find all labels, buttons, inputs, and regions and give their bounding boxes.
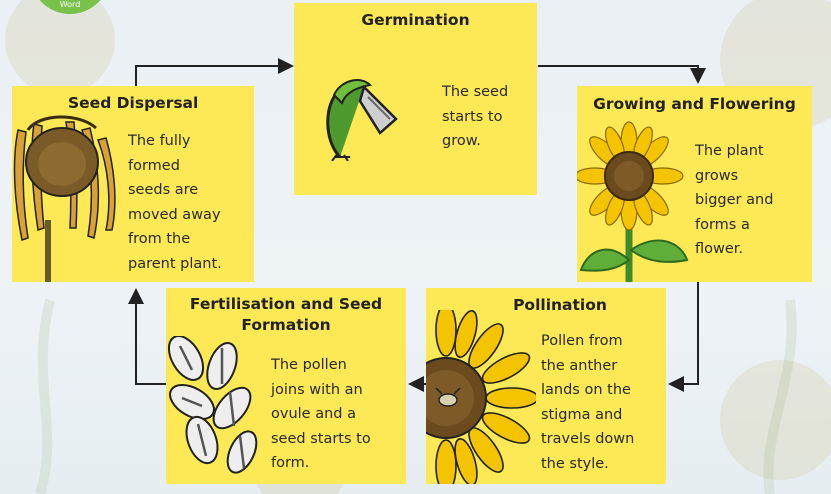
card-text: Pollen from the anther lands on the stig… xyxy=(541,329,634,476)
card-title: Growing and Flowering xyxy=(577,94,812,115)
card-title: Germination xyxy=(294,10,537,31)
sunflower-seeds-icon xyxy=(166,336,262,476)
card-germination: Germination The seed starts to grow. xyxy=(294,3,537,195)
wilted-sunflower-icon xyxy=(12,110,120,282)
card-text: The plant grows bigger and forms a flowe… xyxy=(695,139,773,262)
arrow-fertilisation-to-dispersal xyxy=(136,292,166,384)
card-text: The pollen joins with an ovule and a see… xyxy=(271,353,371,476)
card-title: Fertilisation and Seed Formation xyxy=(166,294,406,336)
card-text: The fully formed seeds are moved away fr… xyxy=(128,129,222,276)
arrow-dispersal-to-germination xyxy=(136,66,290,86)
sunflower-icon xyxy=(577,120,689,282)
card-growing-and-flowering: Growing and Flowering The plant grows bi… xyxy=(577,86,812,282)
sprouting-seed-icon xyxy=(320,73,402,161)
card-fertilisation-and-seed-formation: Fertilisation and Seed Formation The pol… xyxy=(166,288,406,484)
arrow-germination-to-growing xyxy=(538,66,698,80)
arrow-growing-to-pollination xyxy=(672,282,698,384)
sunflower-closeup-icon xyxy=(426,310,536,484)
card-seed-dispersal: Seed Dispersal The fully formed seeds ar… xyxy=(12,86,254,282)
card-text: The seed starts to grow. xyxy=(442,80,508,154)
card-pollination: Pollination Pollen from the anther lands… xyxy=(426,288,666,484)
